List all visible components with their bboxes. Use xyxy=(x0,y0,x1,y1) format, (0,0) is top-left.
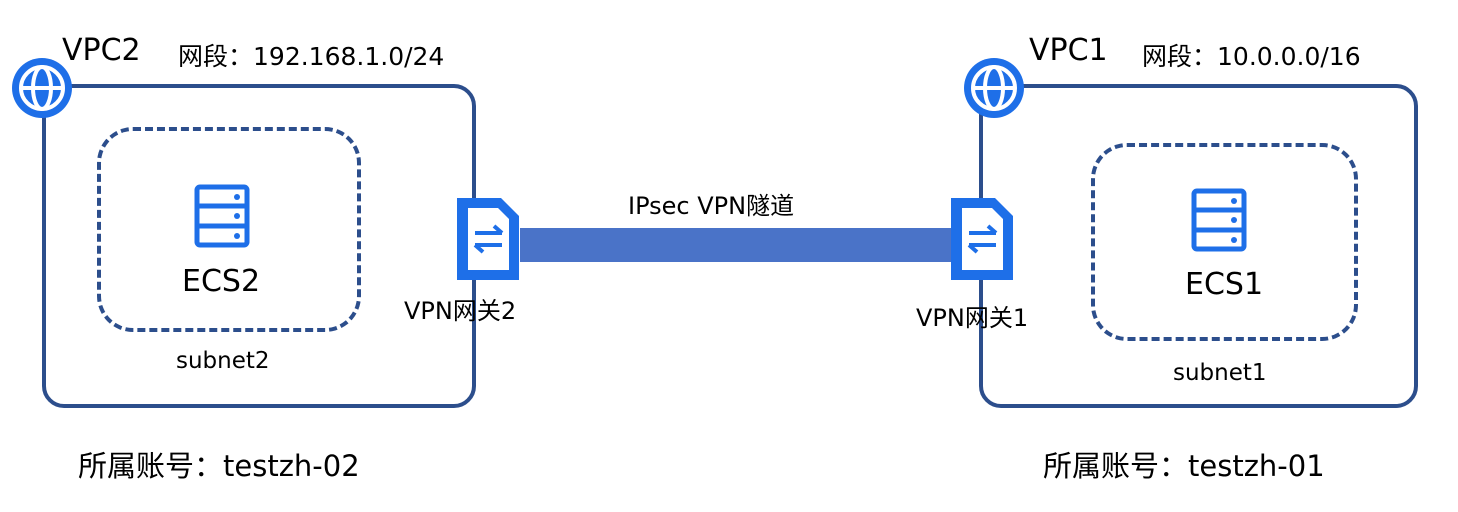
subnet1-box xyxy=(1091,143,1358,341)
account2-label: 所属账号：testzh-02 xyxy=(78,452,360,481)
vpc1-globe-icon xyxy=(964,58,1024,118)
vpc1-segment-value: 10.0.0.0/16 xyxy=(1217,42,1361,71)
subnet2-box xyxy=(97,127,361,332)
account2-value: testzh-02 xyxy=(223,449,360,483)
ecs2-server-icon xyxy=(194,184,250,248)
vpn-gateway2-label: VPN网关2 xyxy=(404,297,517,325)
subnet2-label: subnet2 xyxy=(176,348,270,374)
ecs1-server-icon xyxy=(1191,188,1247,252)
vpc2-segment-value: 192.168.1.0/24 xyxy=(253,42,445,71)
vpc2-globe-icon xyxy=(12,58,72,118)
vpn-gateway1-icon xyxy=(951,198,1013,280)
vpc2-segment-label: 网段： xyxy=(178,42,254,71)
vpn-gateway1-label: VPN网关1 xyxy=(916,304,1029,332)
account1-label: 所属账号：testzh-01 xyxy=(1043,452,1325,481)
vpc1-segment: 网段：10.0.0.0/16 xyxy=(1142,44,1361,69)
ecs2-label: ECS2 xyxy=(182,264,261,299)
vpc1-segment-label: 网段： xyxy=(1142,42,1218,71)
account1-label-prefix: 所属账号： xyxy=(1043,449,1189,483)
vpn-gateway2-icon xyxy=(457,198,519,280)
account2-label-prefix: 所属账号： xyxy=(78,449,224,483)
vpc2-name: VPC2 xyxy=(62,33,141,68)
ipsec-tunnel-line xyxy=(520,228,952,262)
ipsec-tunnel-label: IPsec VPN隧道 xyxy=(628,192,795,220)
vpc2-segment: 网段：192.168.1.0/24 xyxy=(178,44,444,69)
ecs1-label: ECS1 xyxy=(1185,267,1264,302)
account1-value: testzh-01 xyxy=(1188,449,1325,483)
subnet1-label: subnet1 xyxy=(1173,360,1267,386)
vpc1-name: VPC1 xyxy=(1029,33,1108,68)
